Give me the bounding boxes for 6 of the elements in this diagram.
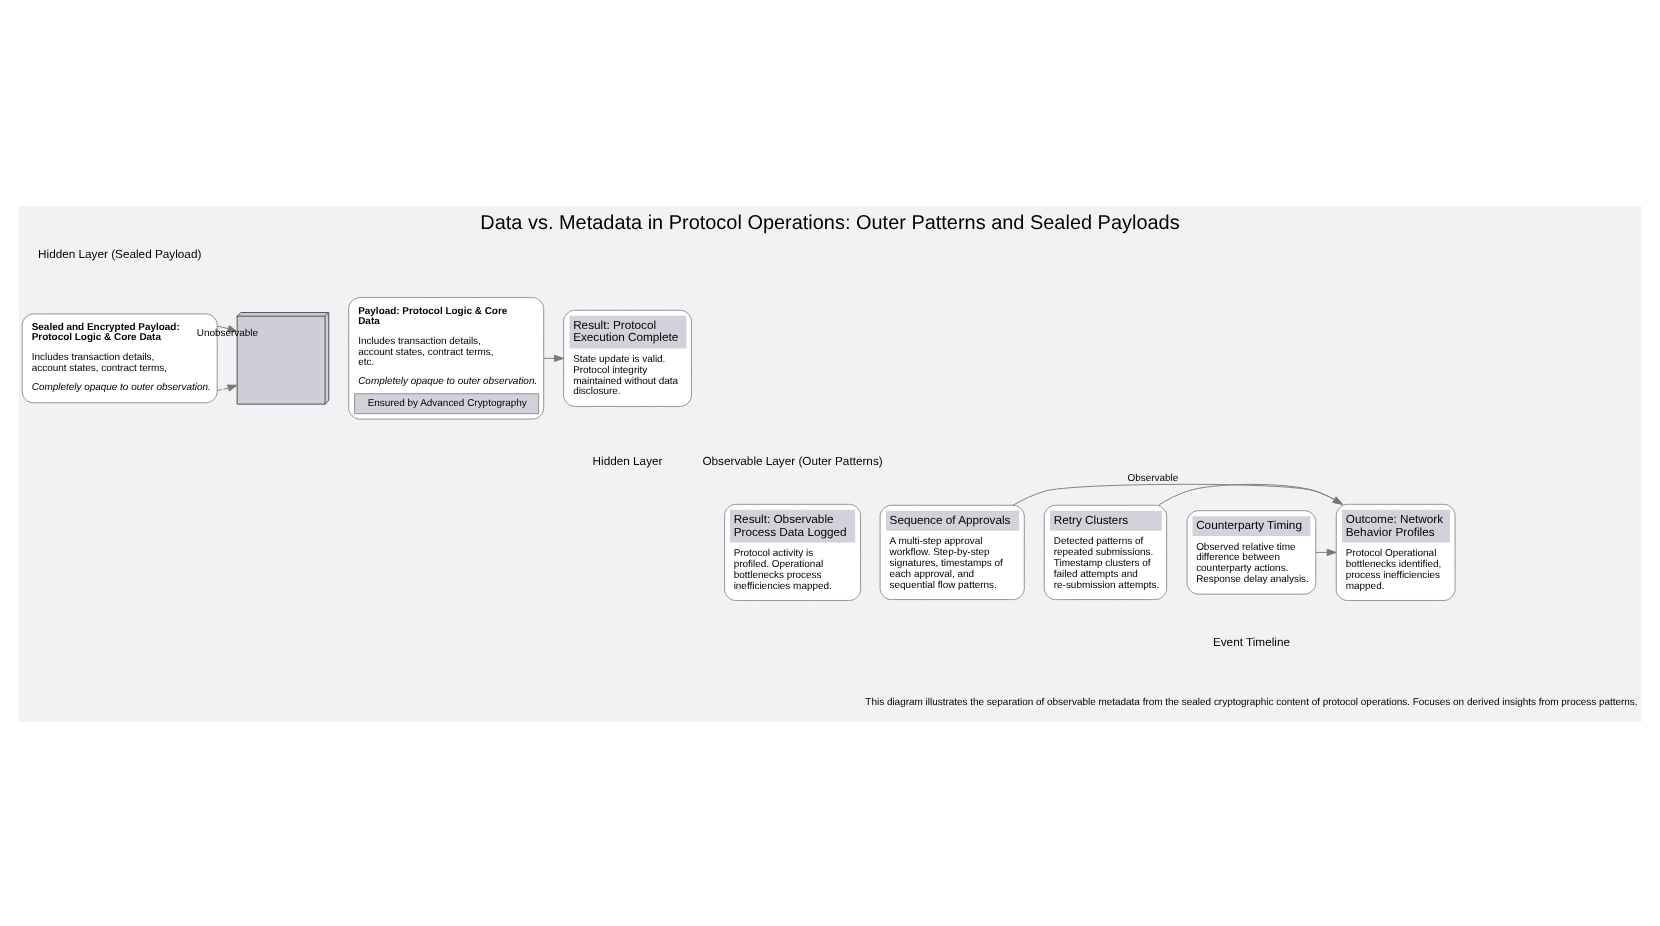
- arrow: [1158, 482, 1343, 505]
- arrow: [1315, 547, 1337, 556]
- arrow: [543, 353, 564, 361]
- arrow: [1012, 482, 1343, 505]
- diagram-title: Data vs. Metadata in Protocol Operations: Outer Patterns and Sealed Payloads: [480, 212, 1180, 235]
- arrow: [216, 383, 238, 391]
